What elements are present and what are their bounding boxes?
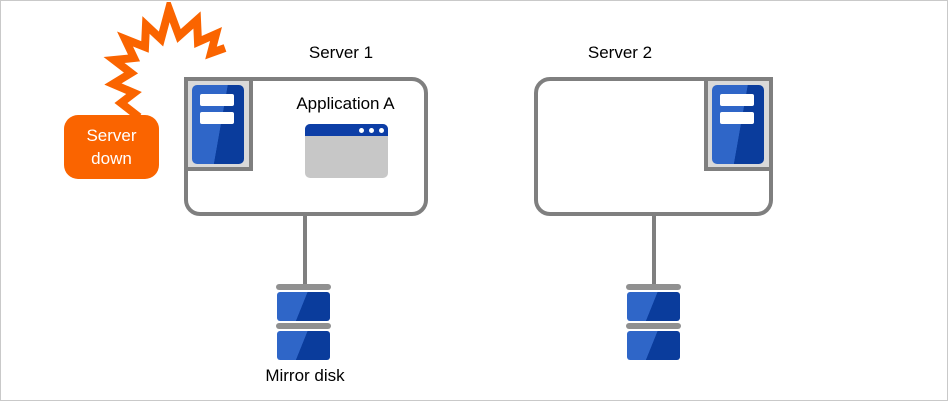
mirror-disk-icon-server2 — [626, 284, 681, 360]
application-window-icon — [305, 124, 388, 178]
disk-platter — [277, 292, 330, 321]
titlebar-dot — [359, 127, 364, 133]
tower-slot-bar — [720, 94, 754, 106]
disk-cap — [626, 284, 681, 290]
titlebar-dot — [379, 127, 384, 133]
server1-disk-connector — [303, 214, 307, 285]
disk-cap — [276, 323, 331, 329]
server-tower-body — [192, 85, 244, 164]
tower-slot-bar — [200, 112, 234, 124]
application-window-titlebar — [305, 124, 388, 136]
shock-lightning-icon — [103, 2, 227, 121]
server1-title: Server 1 — [308, 43, 374, 62]
server-down-label-line2: down — [91, 149, 132, 168]
server-down-label-line1: Server — [86, 126, 137, 145]
disk-platter — [277, 331, 330, 360]
mirror-disk-label: Mirror disk — [265, 366, 345, 385]
disk-cap — [276, 284, 331, 290]
disk-cap — [626, 323, 681, 329]
server1-tower-icon — [184, 77, 253, 171]
server-tower-body — [712, 85, 764, 164]
server2-tower-icon — [704, 77, 773, 171]
disk-platter — [627, 292, 680, 321]
server-down-badge: Server down — [64, 115, 159, 179]
disk-platter — [627, 331, 680, 360]
tower-slot-bar — [720, 112, 754, 124]
server2-disk-connector — [652, 214, 656, 285]
mirror-disk-icon-server1 — [276, 284, 331, 360]
server2-title: Server 2 — [587, 43, 653, 62]
titlebar-dot — [369, 127, 374, 133]
application-label: Application A — [296, 94, 395, 113]
tower-slot-bar — [200, 94, 234, 106]
